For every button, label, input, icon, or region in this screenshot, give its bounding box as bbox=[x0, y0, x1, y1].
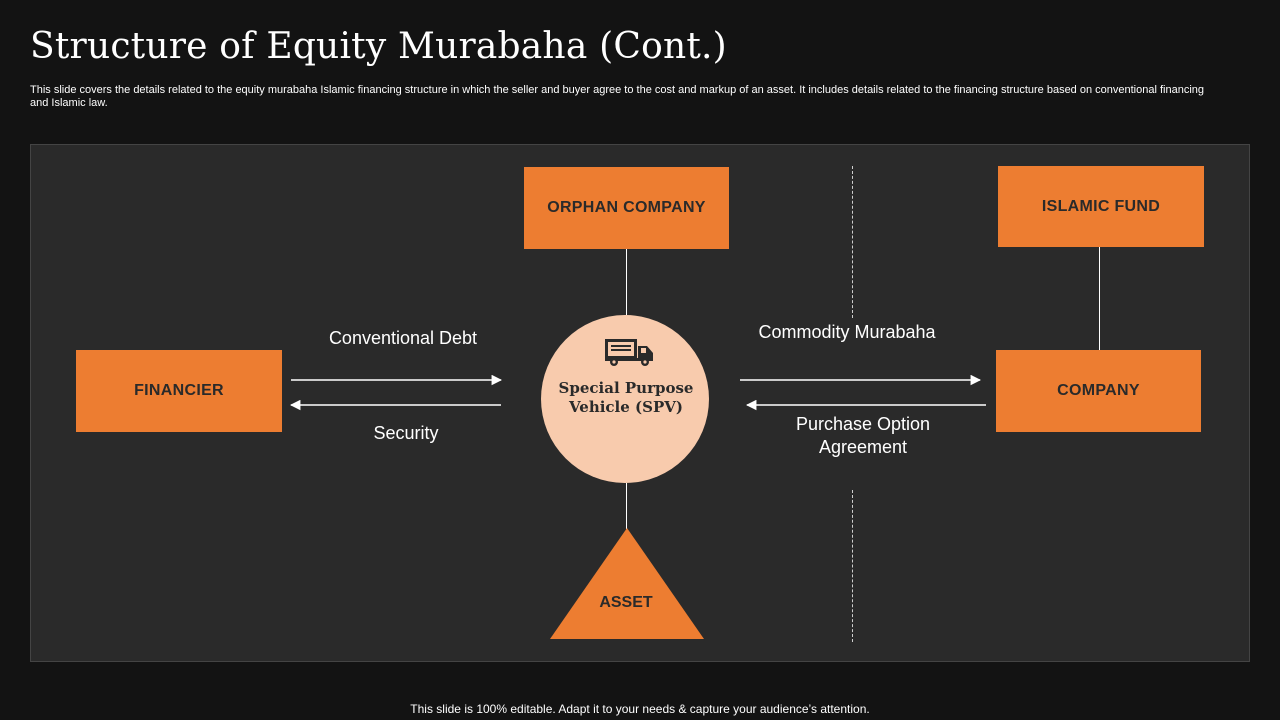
truck-icon bbox=[605, 339, 653, 366]
orphan-company-label: ORPHAN COMPANY bbox=[547, 199, 706, 216]
divider-top bbox=[852, 166, 853, 318]
asset-triangle bbox=[550, 528, 704, 639]
financier-label: FINANCIER bbox=[134, 382, 224, 399]
divider-bottom bbox=[852, 490, 853, 642]
slide-title: Structure of Equity Murabaha (Cont.) bbox=[30, 26, 727, 67]
islamic-fund-box: ISLAMIC FUND bbox=[998, 166, 1204, 247]
company-box: COMPANY bbox=[996, 350, 1201, 432]
orphan-company-box: ORPHAN COMPANY bbox=[524, 167, 729, 249]
slide-footer: This slide is 100% editable. Adapt it to… bbox=[410, 702, 870, 716]
slide-description: This slide covers the details related to… bbox=[30, 84, 1205, 109]
financier-box: FINANCIER bbox=[76, 350, 282, 432]
connector-spv-asset bbox=[626, 483, 627, 529]
islamic-fund-label: ISLAMIC FUND bbox=[1041, 197, 1161, 215]
connector-fund-company bbox=[1099, 247, 1100, 350]
commodity-murabaha-label: Commodity Murabaha bbox=[758, 322, 936, 342]
security-label: Security bbox=[373, 423, 439, 443]
connector-orphan-spv bbox=[626, 249, 627, 315]
conventional-debt-label: Conventional Debt bbox=[328, 328, 478, 348]
purchase-option-agreement-label: Purchase Option Agreement bbox=[795, 414, 931, 457]
spv-label: Special Purpose Vehicle (SPV) bbox=[558, 379, 694, 416]
company-label: COMPANY bbox=[1057, 382, 1140, 399]
asset-label: ASSET bbox=[599, 594, 653, 611]
